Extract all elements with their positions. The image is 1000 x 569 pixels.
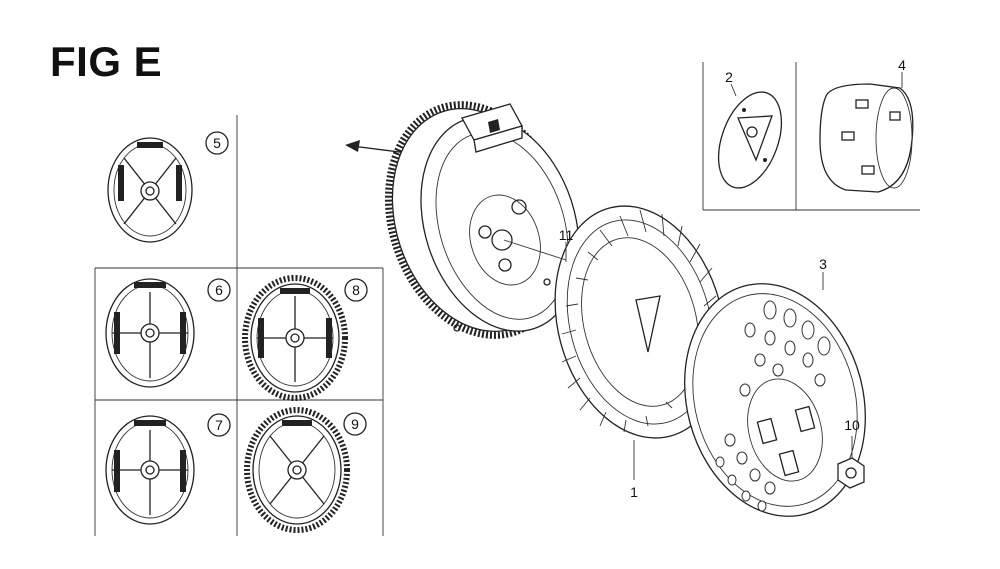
callout-7: 7 bbox=[207, 413, 231, 437]
cooling-fan bbox=[554, 205, 726, 439]
inset-box bbox=[702, 62, 920, 211]
variant-8-rotor bbox=[242, 275, 348, 401]
callout-10: 10 bbox=[844, 417, 860, 433]
svg-text:8: 8 bbox=[352, 282, 360, 298]
svg-text:3: 3 bbox=[819, 256, 827, 272]
variant-5-rotor bbox=[107, 137, 193, 243]
callout-3: 3 bbox=[819, 256, 827, 290]
callout-2: 2 bbox=[725, 69, 733, 85]
callout-4: 4 bbox=[898, 57, 906, 73]
callout-9: 9 bbox=[343, 412, 367, 436]
callout-1: 1 bbox=[630, 440, 638, 500]
fan-cover bbox=[684, 283, 866, 517]
svg-text:4: 4 bbox=[898, 57, 906, 73]
flywheel bbox=[384, 101, 580, 339]
figure-title: FIG E bbox=[50, 38, 163, 85]
cooling-cup bbox=[819, 72, 914, 193]
callout-5: 5 bbox=[205, 131, 229, 155]
callout-11: 11 bbox=[503, 227, 574, 262]
svg-text:11: 11 bbox=[559, 227, 574, 243]
svg-text:2: 2 bbox=[725, 69, 733, 85]
callout-8: 8 bbox=[344, 278, 368, 302]
svg-text:7: 7 bbox=[215, 417, 223, 433]
variant-grid bbox=[94, 115, 384, 536]
svg-text:5: 5 bbox=[213, 135, 221, 151]
flange-nut bbox=[837, 436, 865, 489]
variant-9-rotor bbox=[244, 407, 350, 533]
svg-text:10: 10 bbox=[844, 417, 860, 433]
variant-7-rotor bbox=[105, 415, 195, 525]
svg-text:6: 6 bbox=[215, 282, 223, 298]
mounting-plate bbox=[717, 83, 783, 189]
svg-text:1: 1 bbox=[630, 484, 638, 500]
variant-6-rotor bbox=[105, 278, 195, 388]
callout-6: 6 bbox=[207, 278, 231, 302]
svg-text:9: 9 bbox=[351, 416, 359, 432]
